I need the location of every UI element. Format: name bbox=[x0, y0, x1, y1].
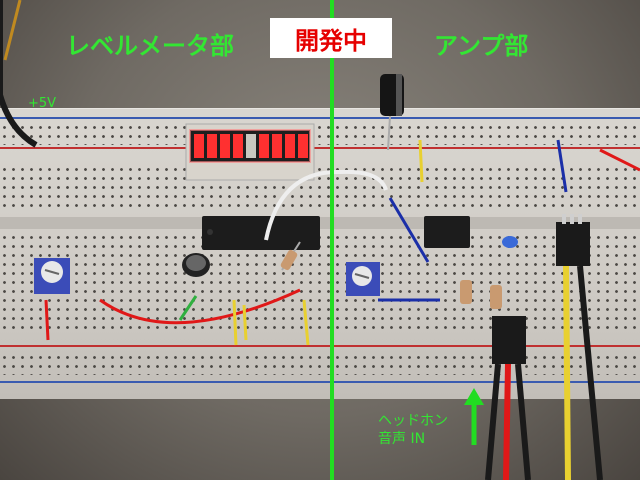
label-voltage: +5V bbox=[28, 96, 57, 111]
yellow-wire-1 bbox=[232, 299, 238, 346]
capacitor-left bbox=[182, 253, 210, 277]
resistor-1 bbox=[280, 241, 301, 271]
connector-headphone bbox=[485, 316, 531, 480]
yellow-wire-top bbox=[418, 139, 424, 183]
label-headphone: ヘッドホン bbox=[378, 413, 448, 429]
power-rail-red-bottom bbox=[0, 345, 640, 347]
blue-wire-1 bbox=[388, 197, 430, 263]
copper-wire-topleft bbox=[3, 0, 22, 61]
ic-chip-left bbox=[202, 216, 320, 250]
badge-in-development: 開発中 bbox=[270, 18, 392, 58]
red-wire-left bbox=[44, 299, 50, 341]
resistor-2 bbox=[460, 280, 472, 304]
resistor-3 bbox=[490, 285, 502, 309]
label-amp: アンプ部 bbox=[434, 32, 529, 60]
power-rail-red-top bbox=[0, 147, 640, 149]
connector-right bbox=[556, 214, 603, 480]
power-holes-bottom bbox=[0, 353, 640, 375]
potentiometer-left bbox=[34, 258, 70, 294]
ic-chip-right bbox=[424, 216, 470, 248]
blue-wire-3 bbox=[556, 139, 568, 193]
up-arrow-icon bbox=[464, 388, 484, 445]
potentiometer-right bbox=[346, 262, 380, 296]
terminal-holes-lower bbox=[0, 233, 640, 333]
badge-text: 開発中 bbox=[295, 26, 367, 55]
power-rail-blue-bottom bbox=[0, 381, 640, 383]
yellow-wire-2 bbox=[242, 304, 248, 341]
label-audio-in: 音声 IN bbox=[378, 431, 426, 447]
green-wire bbox=[178, 295, 198, 321]
black-wire-topleft bbox=[0, 0, 38, 148]
yellow-wire-3 bbox=[302, 299, 310, 346]
capacitor-top bbox=[380, 74, 404, 151]
power-rail-blue-top bbox=[0, 117, 640, 119]
label-level-meter: レベルメータ部 bbox=[66, 32, 234, 60]
led-bar-graph bbox=[185, 123, 315, 181]
red-wire-curve bbox=[99, 288, 301, 325]
red-wire-right bbox=[599, 148, 640, 172]
film-capacitor bbox=[502, 236, 518, 248]
breadboard bbox=[0, 108, 640, 399]
power-holes-top bbox=[0, 123, 640, 145]
